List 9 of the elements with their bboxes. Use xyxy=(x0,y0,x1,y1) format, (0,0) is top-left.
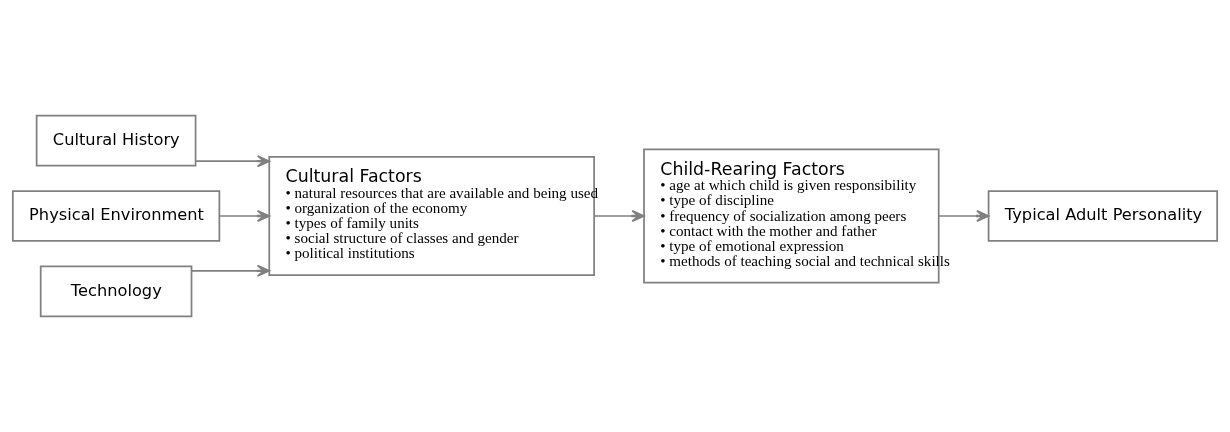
arrow xyxy=(938,209,990,223)
node-box: Cultural History xyxy=(35,114,197,167)
node-box: Typical Adult Personality xyxy=(987,190,1218,242)
arrow xyxy=(194,155,271,168)
node-box: Physical Environment xyxy=(12,190,221,242)
node-box: Technology xyxy=(39,265,193,318)
arrow xyxy=(593,209,645,223)
arrow xyxy=(218,209,271,223)
arrow xyxy=(190,264,271,277)
